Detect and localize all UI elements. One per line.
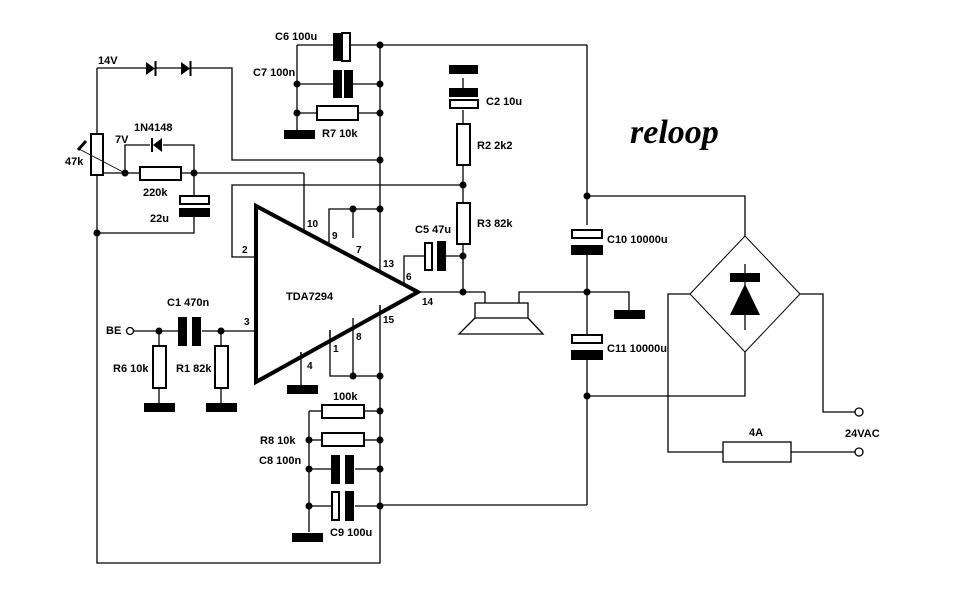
label-7v: 7V bbox=[115, 134, 129, 146]
label-c11: C11 10000u bbox=[607, 343, 667, 355]
label-220k: 220k bbox=[143, 187, 168, 199]
diode-d1 bbox=[146, 61, 157, 76]
pin-label: 9 bbox=[332, 231, 338, 242]
label-r2: R2 2k2 bbox=[477, 140, 512, 152]
pin-label: 2 bbox=[242, 245, 248, 256]
potentiometer-47k bbox=[76, 133, 126, 176]
wires bbox=[96, 44, 855, 564]
label-100k: 100k bbox=[333, 391, 358, 403]
resistor-r6 bbox=[152, 345, 167, 389]
pin-label: 10 bbox=[307, 219, 319, 230]
resistor-r3 bbox=[456, 202, 471, 245]
ground-symbol bbox=[287, 385, 318, 394]
label-c7: C7 100n bbox=[253, 67, 295, 79]
ground-symbol bbox=[292, 533, 323, 542]
pin-label: 14 bbox=[422, 297, 434, 308]
label-47k: 47k bbox=[65, 156, 84, 168]
resistor-r1 bbox=[214, 345, 229, 389]
diode-d2 bbox=[181, 61, 192, 76]
terminal-vac-2 bbox=[854, 447, 864, 457]
capacitor-c8 bbox=[331, 455, 354, 484]
label-r7: R7 10k bbox=[322, 128, 358, 140]
pin-label: 7 bbox=[356, 245, 362, 256]
capacitor-c6 bbox=[333, 32, 351, 62]
capacitor-c2 bbox=[449, 88, 479, 109]
label-be: BE bbox=[106, 325, 121, 337]
resistor-r2 bbox=[456, 123, 471, 166]
pin-label: 13 bbox=[383, 259, 395, 270]
label-24vac: 24VAC bbox=[845, 428, 880, 440]
label-c9: C9 100u bbox=[330, 527, 372, 539]
label-c6: C6 100u bbox=[275, 31, 317, 43]
label-r3: R3 82k bbox=[477, 218, 513, 230]
fuse bbox=[722, 441, 792, 463]
pin-label: 8 bbox=[356, 332, 362, 343]
ground-symbol bbox=[449, 65, 478, 74]
label-c2: C2 10u bbox=[486, 96, 522, 108]
resistor-100k bbox=[321, 404, 365, 419]
label-14v: 14V bbox=[98, 55, 118, 67]
ground-symbol bbox=[284, 130, 315, 139]
pin-label: 6 bbox=[406, 272, 412, 283]
label-r8: R8 10k bbox=[260, 435, 296, 447]
resistor-r8 bbox=[321, 432, 365, 447]
label-c8: C8 100n bbox=[259, 455, 301, 467]
capacitor-c11 bbox=[571, 334, 603, 360]
amplifier-ic bbox=[254, 202, 423, 386]
brand-logo: reloop bbox=[630, 114, 719, 151]
ground-symbol bbox=[206, 403, 237, 412]
label-fuse: 4A bbox=[749, 427, 763, 439]
ground-symbol bbox=[614, 310, 645, 319]
capacitor-c5 bbox=[424, 241, 446, 271]
label-r6: R6 10k bbox=[113, 363, 149, 375]
ground-symbol bbox=[144, 403, 175, 412]
label-ic: TDA7294 bbox=[286, 291, 334, 303]
label-1n4148: 1N4148 bbox=[134, 122, 173, 134]
capacitor-c1 bbox=[178, 317, 201, 346]
diode-1n4148 bbox=[151, 138, 162, 152]
label-22u: 22u bbox=[150, 213, 169, 225]
junctions bbox=[93, 41, 591, 510]
pin-label: 15 bbox=[383, 315, 395, 326]
label-r1: R1 82k bbox=[176, 363, 212, 375]
label-c5: C5 47u bbox=[415, 224, 451, 236]
label-c1: C1 470n bbox=[167, 297, 209, 309]
terminal-vac-1 bbox=[854, 407, 864, 417]
resistor-r7 bbox=[316, 105, 359, 121]
pin-label: 1 bbox=[333, 344, 339, 355]
label-c10: C10 10000u bbox=[607, 234, 668, 246]
capacitor-c10 bbox=[571, 229, 603, 255]
capacitor-22u bbox=[179, 195, 210, 217]
speaker bbox=[457, 302, 545, 335]
resistor-220k bbox=[139, 166, 182, 181]
capacitor-c7 bbox=[333, 70, 353, 98]
bridge-rectifier bbox=[689, 235, 801, 353]
terminal-input bbox=[125, 326, 135, 336]
pin-label: 4 bbox=[307, 361, 313, 372]
capacitor-c9 bbox=[331, 491, 354, 521]
pin-label: 3 bbox=[244, 317, 250, 328]
